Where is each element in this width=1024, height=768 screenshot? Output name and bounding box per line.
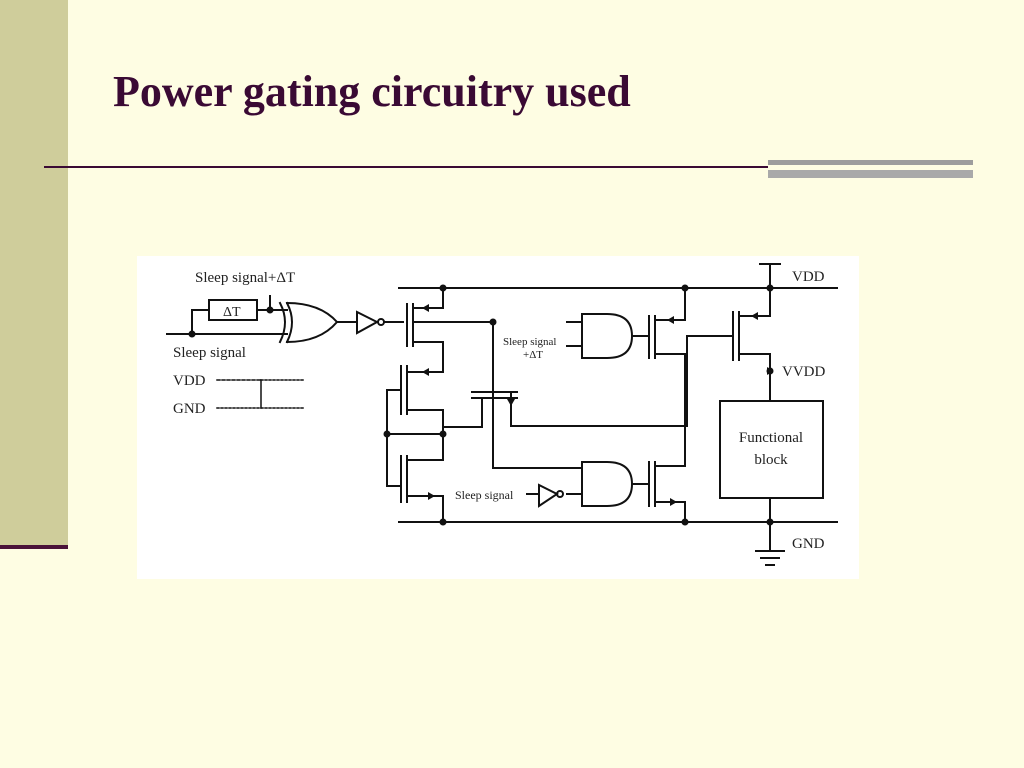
and-gate-bottom <box>566 461 650 507</box>
title-divider-accent <box>768 160 973 178</box>
and-gate-top <box>566 313 650 359</box>
label-sleep-signal-bottom: Sleep signal <box>455 488 514 502</box>
transistor-arrows <box>422 304 773 506</box>
left-transistor-stack <box>386 287 494 523</box>
label-and-sleep-line1: Sleep signal <box>503 336 556 348</box>
label-gnd-rail: GND <box>792 536 825 552</box>
legend-lines <box>216 379 306 409</box>
left-accent-bar <box>0 0 68 545</box>
label-and-sleep-line2: +ΔT <box>523 349 543 361</box>
label-vdd-rail: VDD <box>792 269 825 285</box>
nmos-and-driver <box>648 461 686 523</box>
inverter-bottom <box>526 483 564 508</box>
inverter-top <box>356 310 404 335</box>
pmos-and-driver <box>648 287 686 467</box>
left-accent-bar-foot <box>0 545 68 549</box>
circuit-diagram-svg: Sleep signal+ΔT ΔT Sleep signal VDD GND … <box>166 263 838 566</box>
xor-gate <box>278 301 356 344</box>
label-sleep-signal: Sleep signal <box>173 345 246 361</box>
label-vdd-legend: VDD <box>173 373 206 389</box>
label-sleep-signal-delta: Sleep signal+ΔT <box>195 270 295 286</box>
functional-block <box>719 400 824 499</box>
label-vvdd: VVDD <box>782 364 825 380</box>
label-block: block <box>754 452 788 468</box>
header-switch <box>686 287 771 427</box>
gnd-rail <box>398 497 838 566</box>
title-divider <box>44 166 770 168</box>
label-delay: ΔT <box>223 305 241 320</box>
circuit-diagram: Sleep signal+ΔT ΔT Sleep signal VDD GND … <box>137 256 859 579</box>
vdd-rail <box>398 263 838 289</box>
label-functional: Functional <box>739 430 803 446</box>
label-gnd-legend: GND <box>173 401 206 417</box>
slide-title: Power gating circuitry used <box>113 67 631 116</box>
